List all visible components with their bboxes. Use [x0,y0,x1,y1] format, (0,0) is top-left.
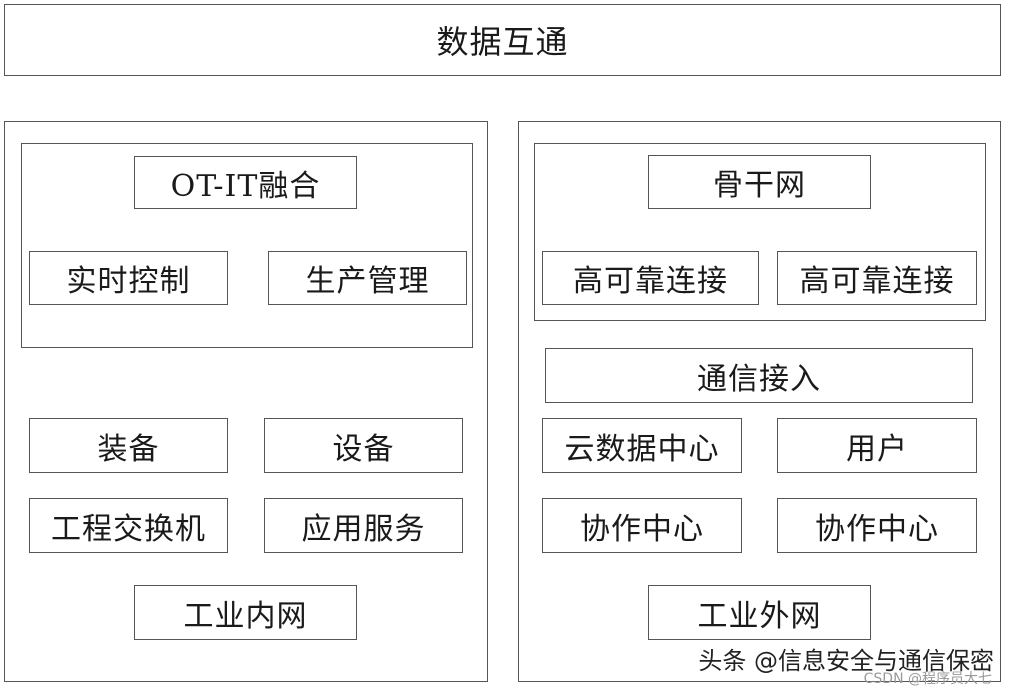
production-management-box: 生产管理 [268,251,467,305]
high-reliability-link-box-1: 高可靠连接 [542,251,759,305]
ot-it-fusion-group [21,143,473,348]
backbone-network-group [534,143,986,321]
high-reliability-link-box-2: 高可靠连接 [777,251,977,305]
user-box: 用户 [777,418,977,473]
equipment-box: 装备 [29,418,228,473]
backbone-network-title: 骨干网 [648,155,871,209]
collaboration-center-box-1: 协作中心 [542,498,742,553]
communication-access-box: 通信接入 [545,348,973,403]
data-interop-header: 数据互通 [4,4,1001,76]
toutiao-watermark: 头条 @信息安全与通信保密 [698,647,994,675]
industrial-extranet-frame [518,121,1001,682]
realtime-control-box: 实时控制 [29,251,228,305]
industrial-intranet-label: 工业内网 [134,585,357,640]
cloud-data-center-box: 云数据中心 [542,418,742,473]
collaboration-center-box-2: 协作中心 [777,498,977,553]
industrial-intranet-frame [4,121,488,682]
application-service-box: 应用服务 [264,498,463,553]
device-box: 设备 [264,418,463,473]
ot-it-fusion-title: OT-IT融合 [134,156,357,209]
engineering-switch-box: 工程交换机 [29,498,228,553]
industrial-extranet-label: 工业外网 [648,585,871,640]
csdn-watermark: CSDN @程序员大七 [863,671,992,687]
